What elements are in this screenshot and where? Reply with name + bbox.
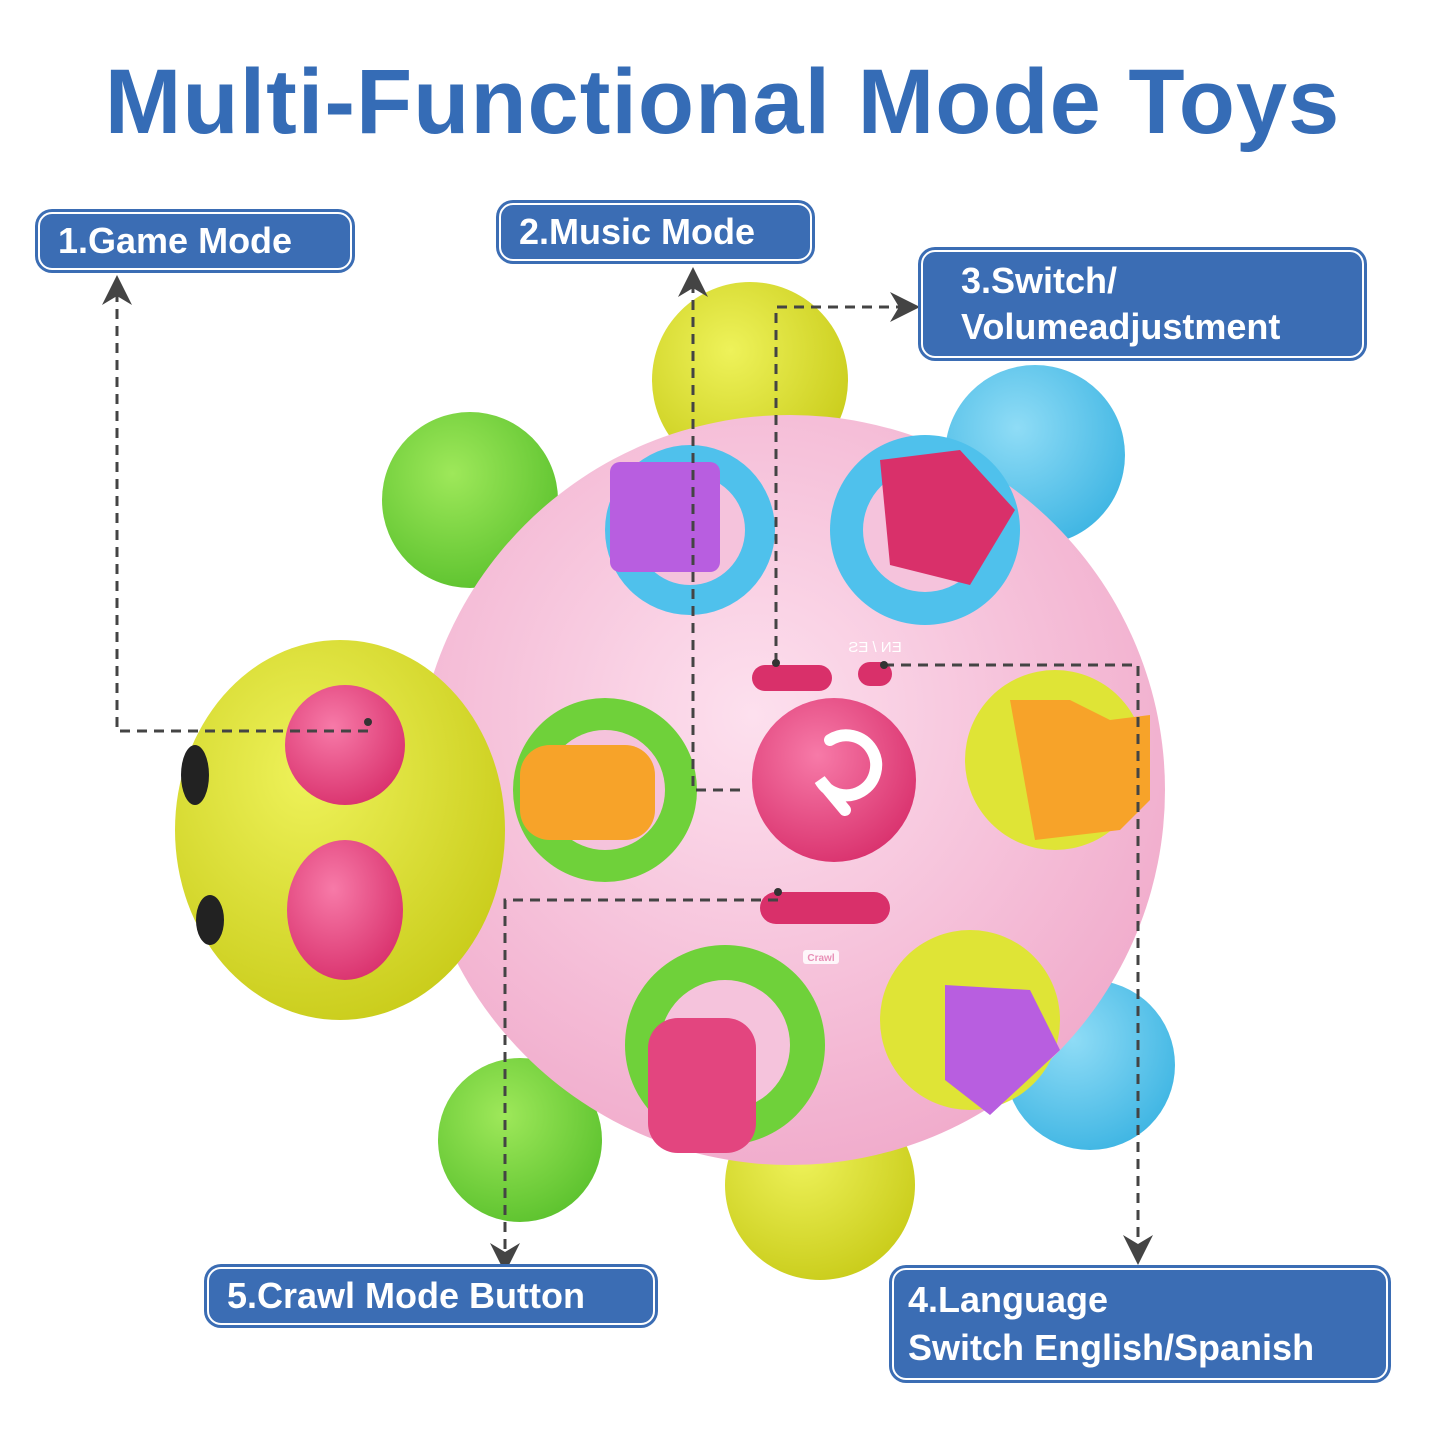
number-2-block: [1010, 700, 1150, 840]
music-icon: [814, 729, 883, 816]
page-title: Multi-Functional Mode Toys: [104, 51, 1341, 153]
label-language-switch: 4.Language Switch English/Spanish: [892, 1268, 1388, 1380]
label-language-line2: Switch English/Spanish: [908, 1327, 1315, 1368]
leader-dots: [364, 659, 888, 896]
lang-switch-text: EN / ES: [848, 639, 901, 656]
crawl-tag-text: Crawl: [807, 953, 834, 964]
shape-sockets: [513, 435, 1150, 1153]
label-music-mode: 2.Music Mode: [499, 203, 812, 261]
volume-switch[interactable]: [752, 665, 832, 691]
leader-lines: [102, 267, 1153, 1273]
crawl-mode-button[interactable]: [760, 892, 890, 924]
triangle-block: [945, 985, 1060, 1115]
toy-head: [175, 640, 505, 1020]
letter-c-block: [610, 462, 720, 572]
music-mode-button[interactable]: [752, 698, 916, 862]
label-game-mode: 1.Game Mode: [38, 212, 352, 270]
crawl-tag-bg: [803, 950, 839, 964]
letter-b-block: [520, 745, 655, 840]
letter-a-block: [648, 1018, 756, 1153]
label-switch-line1: 3.Switch/: [961, 260, 1118, 301]
label-switch-line2: Volumeadjustment: [961, 306, 1281, 347]
label-language-line1: 4.Language: [908, 1279, 1109, 1320]
game-mode-button[interactable]: [285, 685, 405, 805]
label-crawl-mode: 5.Crawl Mode Button: [207, 1267, 655, 1325]
label-switch-volume: 3.Switch/ Volumeadjustment: [921, 250, 1364, 358]
number-3-block: [880, 450, 1015, 585]
